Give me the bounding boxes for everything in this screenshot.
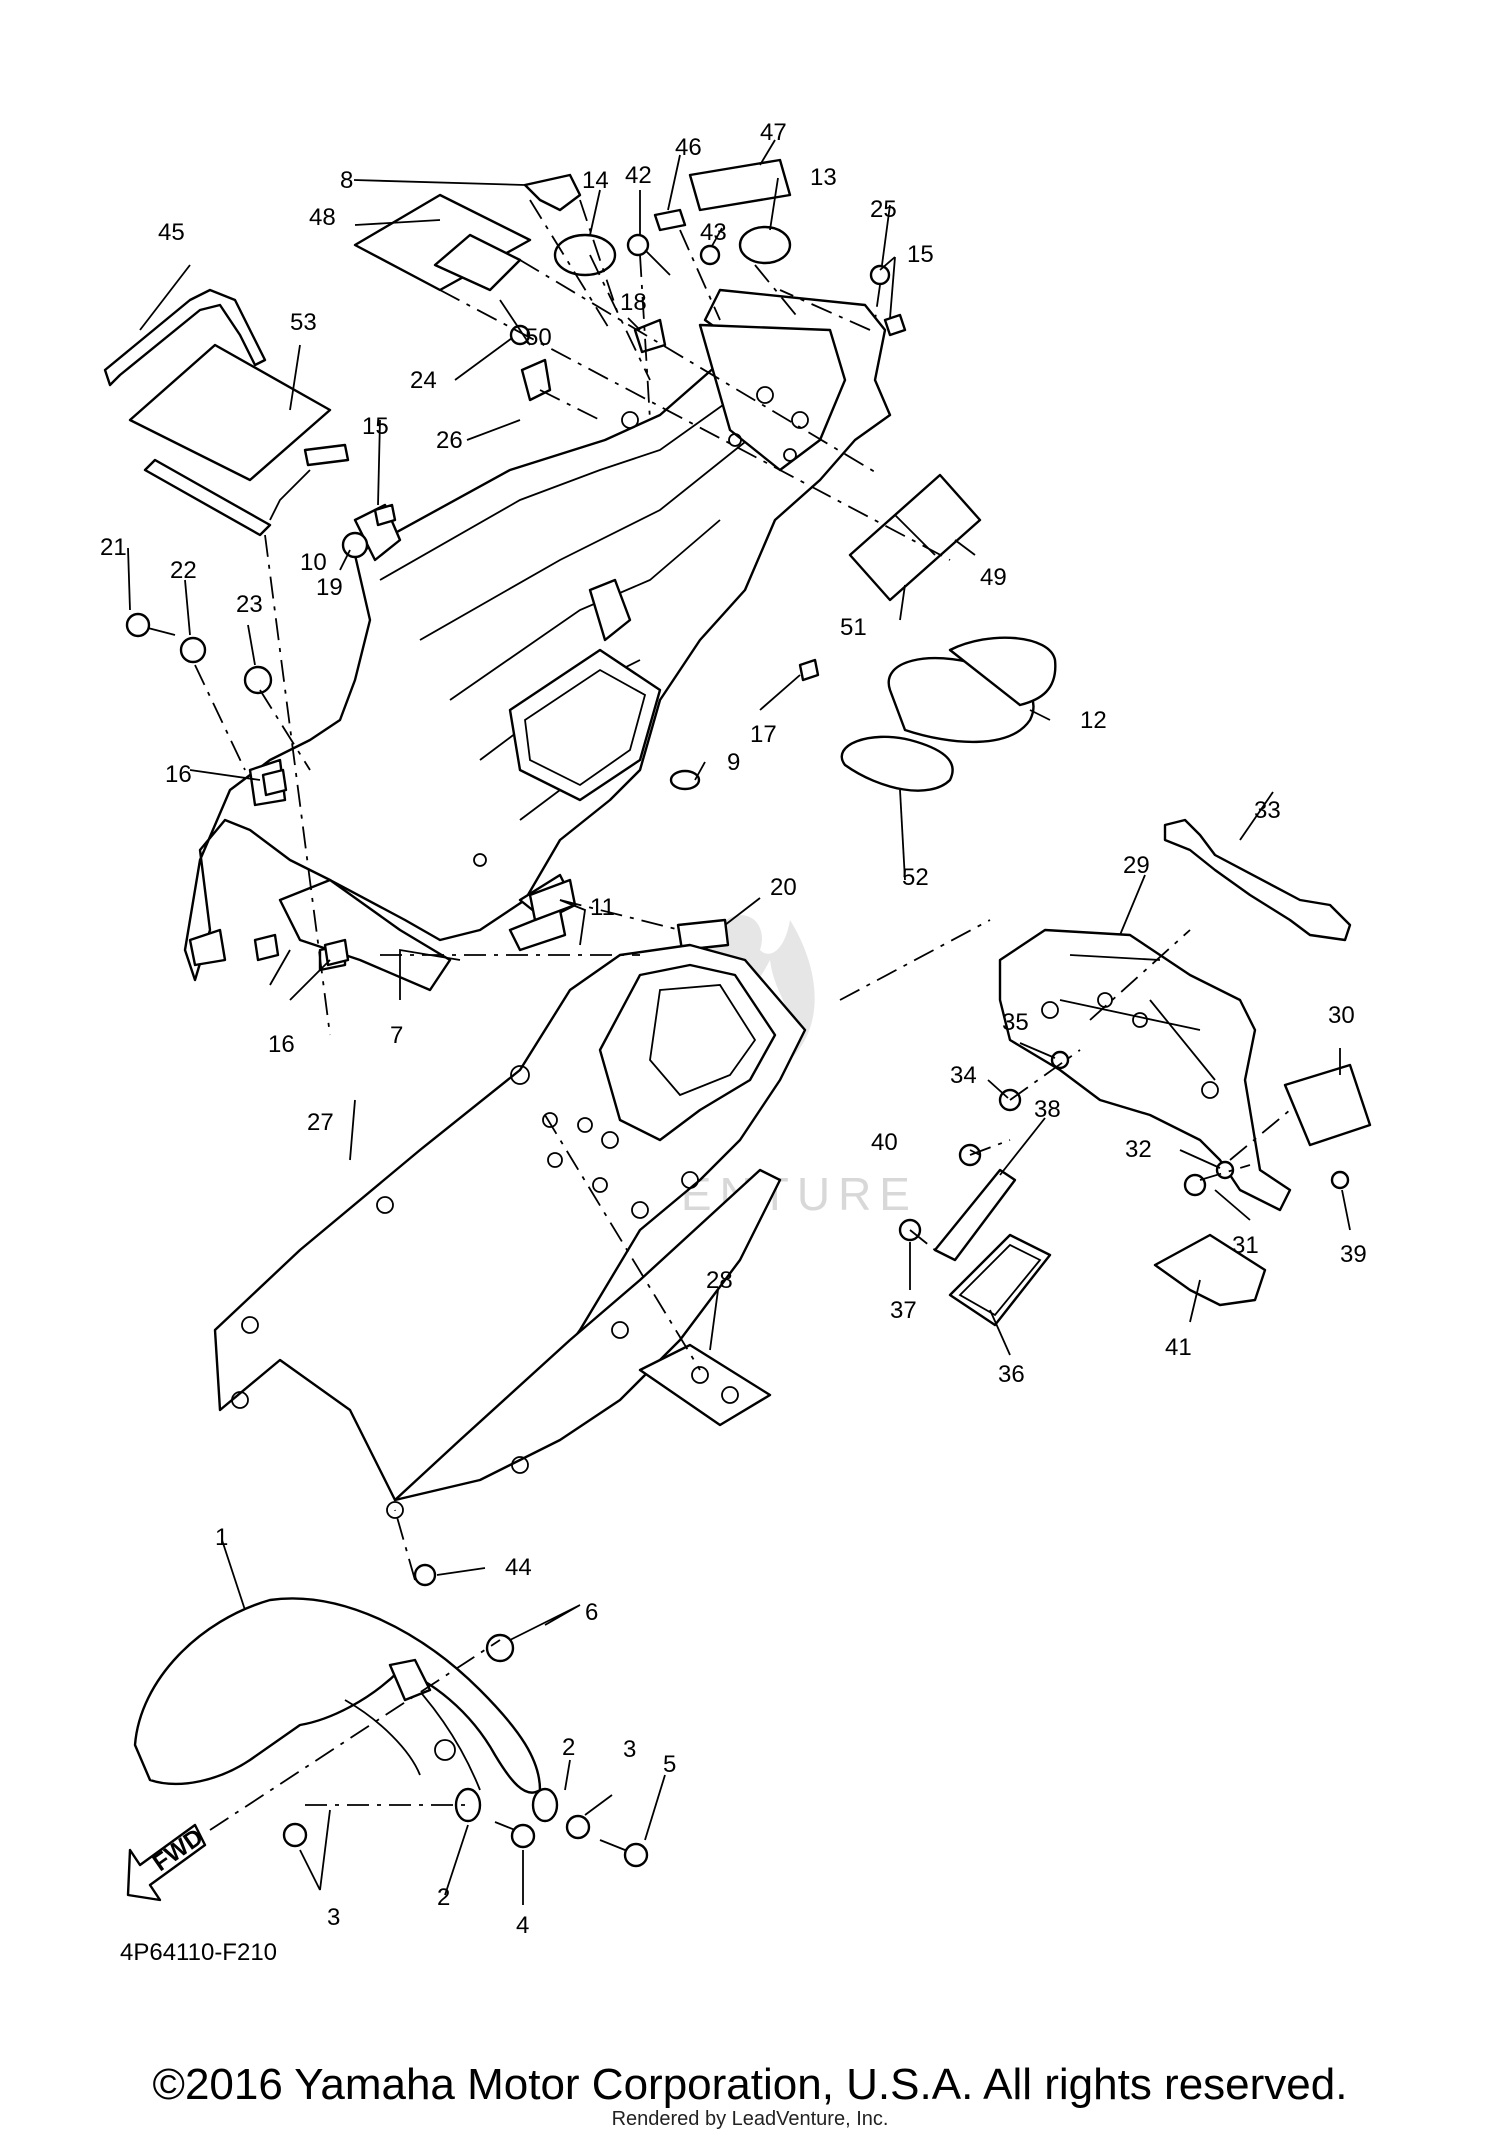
callout-8: 8 [340, 167, 353, 194]
callout-48: 48 [309, 204, 336, 231]
callout-41: 41 [1165, 1334, 1192, 1361]
rear-fender-lower [213, 943, 807, 1519]
callout-15-left: 15 [362, 413, 389, 440]
callout-20: 20 [770, 874, 797, 901]
callout-46: 46 [675, 134, 702, 161]
callout-35: 35 [1002, 1009, 1029, 1036]
callout-38: 38 [1034, 1096, 1061, 1123]
callout-23: 23 [236, 591, 263, 618]
assembly-lines [194, 199, 1291, 1831]
callout-2-lower: 2 [437, 1884, 450, 1911]
callout-31: 31 [1232, 1232, 1259, 1259]
callout-1: 1 [215, 1524, 228, 1551]
callout-5: 5 [663, 1751, 676, 1778]
callout-13: 13 [810, 164, 837, 191]
callout-9: 9 [727, 749, 740, 776]
callout-42: 42 [625, 162, 652, 189]
callout-47: 47 [760, 119, 787, 146]
callout-33: 33 [1254, 797, 1281, 824]
callout-19: 19 [316, 574, 343, 601]
callout-22: 22 [170, 557, 197, 584]
callout-50: 50 [525, 324, 552, 351]
callout-30: 30 [1328, 1002, 1355, 1029]
callout-26: 26 [436, 427, 463, 454]
callout-27: 27 [307, 1109, 334, 1136]
callout-2-upper: 2 [562, 1734, 575, 1761]
callout-6: 6 [585, 1599, 598, 1626]
callout-24: 24 [410, 367, 437, 394]
callout-11: 11 [590, 894, 615, 921]
callout-44: 44 [505, 1554, 532, 1581]
license-bracket-assembly [898, 818, 1372, 1327]
callout-16-lower: 16 [268, 1031, 295, 1058]
callout-14: 14 [582, 167, 609, 194]
callout-43: 43 [700, 219, 727, 246]
front-fender-assembly [133, 1563, 649, 1868]
callout-10: 10 [300, 549, 327, 576]
rendered-by-note: Rendered by LeadVenture, Inc. [611, 2108, 889, 2130]
callout-3-right: 3 [623, 1736, 636, 1763]
part-28-plate [638, 1343, 772, 1427]
callout-16-upper: 16 [165, 761, 192, 788]
callout-15-right: 15 [907, 241, 934, 268]
callout-45: 45 [158, 219, 185, 246]
callout-36: 36 [998, 1361, 1025, 1388]
callout-7: 7 [390, 1022, 403, 1049]
callout-52: 52 [902, 864, 929, 891]
callout-12: 12 [1080, 707, 1107, 734]
callout-18: 18 [620, 289, 647, 316]
callout-29: 29 [1123, 852, 1150, 879]
callout-32: 32 [1125, 1136, 1152, 1163]
callout-21: 21 [100, 534, 127, 561]
callout-40: 40 [871, 1129, 898, 1156]
callout-53: 53 [290, 309, 317, 336]
callout-37: 37 [890, 1297, 917, 1324]
callout-39: 39 [1340, 1241, 1367, 1268]
callout-labels: 1 2 2 3 3 4 5 6 7 8 9 10 11 12 13 14 15 … [100, 119, 1367, 1939]
copyright-notice: ©2016 Yamaha Motor Corporation, U.S.A. A… [152, 2060, 1348, 2109]
callout-28: 28 [706, 1267, 733, 1294]
drawing-code: 4P64110-F210 [120, 1939, 277, 1966]
callout-49: 49 [980, 564, 1007, 591]
small-parts-upper [103, 158, 1057, 967]
callout-34: 34 [950, 1062, 977, 1089]
callout-4: 4 [516, 1912, 529, 1939]
callout-51: 51 [840, 614, 867, 641]
callout-25: 25 [870, 196, 897, 223]
fwd-arrow-icon: FWD [126, 1823, 208, 1902]
leader-lines [127, 139, 1351, 1905]
callout-3-left: 3 [327, 1904, 340, 1931]
callout-17: 17 [750, 721, 777, 748]
